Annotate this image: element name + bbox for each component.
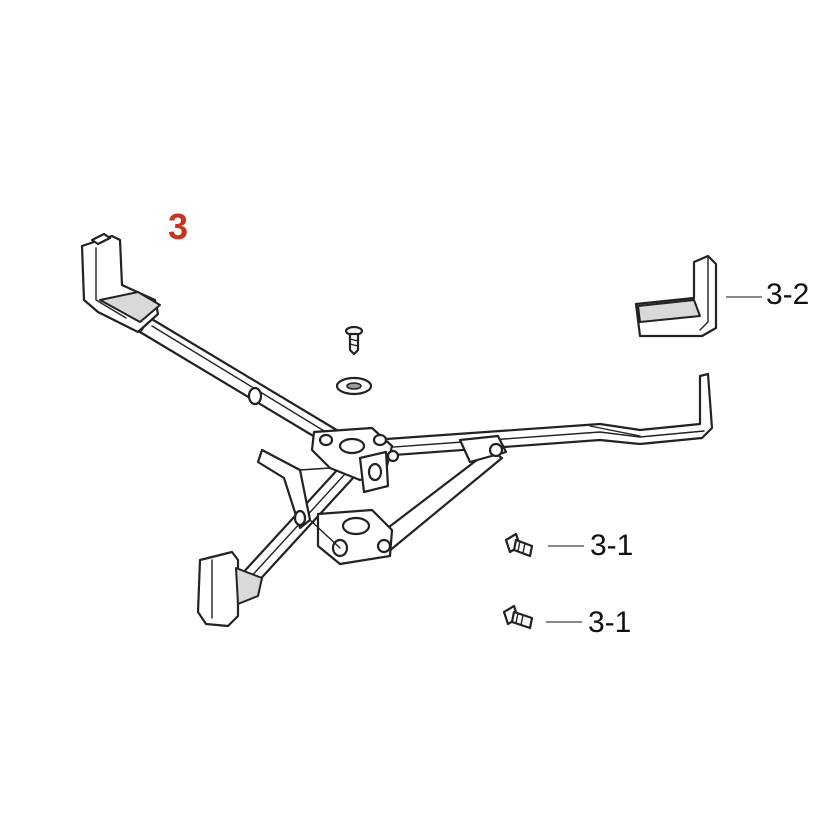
callout-3-2: 3-2 xyxy=(766,278,810,311)
part-3-1-screw-b xyxy=(502,604,582,630)
central-hub xyxy=(310,426,400,494)
part-3-1-screw-a xyxy=(504,532,584,558)
screw-and-washer xyxy=(335,325,373,396)
right-leg xyxy=(370,372,714,458)
assembly-number-label: 3 xyxy=(168,206,189,247)
upper-left-leg xyxy=(80,232,342,448)
part-3-2-end-cap xyxy=(634,254,762,338)
callout-3-1-upper: 3-1 xyxy=(590,529,634,562)
callout-3-1-lower: 3-1 xyxy=(588,606,632,639)
folding-linkage xyxy=(256,434,508,566)
